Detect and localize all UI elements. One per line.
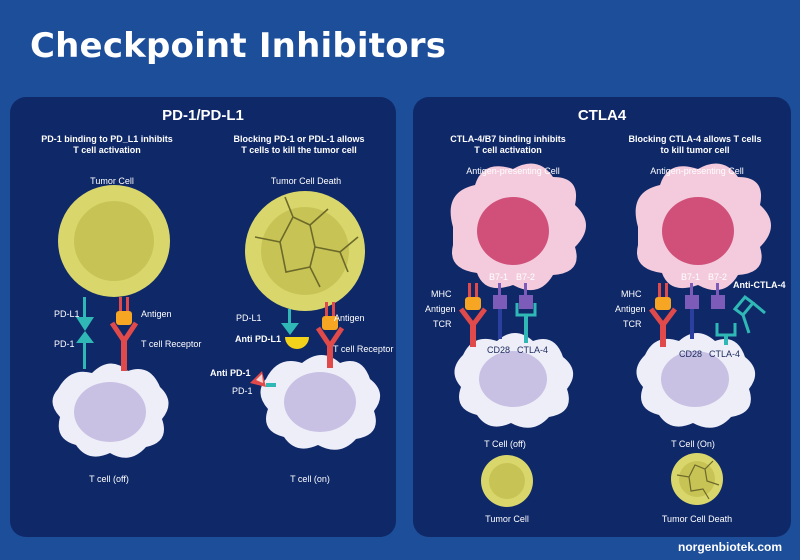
cell-label: Tumor Cell Death bbox=[270, 176, 342, 186]
mhc-tcr bbox=[649, 283, 677, 347]
receptor-label: B7-2 bbox=[708, 272, 728, 282]
b7-cd28 bbox=[685, 283, 699, 339]
caption-line: to kill tumor cell bbox=[660, 145, 730, 155]
receptor-label: Antigen bbox=[141, 309, 172, 319]
receptor-label: PD-L1 bbox=[236, 313, 262, 323]
caption-line: T cells to kill the tumor cell bbox=[241, 145, 357, 155]
receptor-label: MHC bbox=[621, 289, 642, 299]
receptor-label: Anti-CTLA-4 bbox=[733, 280, 786, 290]
b7-cd28 bbox=[493, 283, 507, 339]
caption-line: T cell activation bbox=[73, 145, 141, 155]
caption-line: CTLA-4/B7 binding inhibits bbox=[450, 134, 566, 144]
cell-label: T Cell (On) bbox=[671, 439, 715, 449]
apc-nucleus bbox=[662, 197, 734, 265]
receptor-label: Antigen bbox=[334, 313, 365, 323]
receptor-label: PD-1 bbox=[232, 386, 253, 396]
pd1-pdl1-panel: PD-1/PD-L1 PD-1 binding to PD_L1 inhibit… bbox=[10, 97, 396, 537]
caption-line: Blocking PD-1 or PDL-1 allows bbox=[233, 134, 365, 144]
receptor-label: B7-1 bbox=[489, 272, 509, 282]
receptor-label: Antigen bbox=[425, 304, 456, 314]
cell-label: Tumor Cell bbox=[485, 514, 529, 524]
panel-title: PD-1/PD-L1 bbox=[162, 107, 244, 124]
t-cell-nucleus bbox=[284, 372, 356, 432]
receptor-label: CTLA-4 bbox=[517, 345, 549, 355]
caption-line: Blocking CTLA-4 allows T cells bbox=[628, 134, 762, 144]
pdl1-receptor bbox=[281, 309, 299, 335]
anti-pdl1-antibody bbox=[285, 337, 309, 349]
t-cell-nucleus bbox=[74, 382, 146, 442]
t-cell-nucleus bbox=[661, 351, 729, 407]
antigen-tcr bbox=[109, 297, 139, 371]
cell-label: T cell (off) bbox=[89, 474, 129, 484]
cell-label: T cell (on) bbox=[290, 474, 330, 484]
dying-tumor-cell bbox=[671, 453, 723, 505]
receptor-label: B7-1 bbox=[681, 272, 701, 282]
panel-title: CTLA4 bbox=[577, 107, 627, 124]
receptor-label: Anti PD-1 bbox=[210, 368, 251, 378]
anti-pd1-antibody bbox=[250, 371, 276, 387]
tumor-nucleus bbox=[74, 201, 154, 281]
caption-line: PD-1 binding to PD_L1 inhibits bbox=[41, 134, 173, 144]
receptor-label: CD28 bbox=[679, 349, 703, 359]
cell-label: Tumor Cell bbox=[90, 176, 134, 186]
receptor-label: B7-2 bbox=[516, 272, 536, 282]
pd1-receptor bbox=[76, 331, 94, 369]
ctla4-diagram bbox=[450, 163, 771, 507]
receptor-label: T cell Receptor bbox=[333, 344, 394, 354]
receptor-label: PD-L1 bbox=[54, 309, 80, 319]
mhc-tcr bbox=[459, 283, 487, 347]
cell-label: Antigen-presenting Cell bbox=[466, 166, 560, 176]
receptor-label: Anti PD-L1 bbox=[235, 334, 281, 344]
ctla4-panel: CTLA4 CTLA-4/B7 binding inhibits T cell … bbox=[413, 97, 791, 537]
b7-2 bbox=[711, 283, 725, 309]
caption-line: T cell activation bbox=[474, 145, 542, 155]
dying-tumor-cell bbox=[245, 191, 365, 311]
cell-label: Antigen-presenting Cell bbox=[650, 166, 744, 176]
website-footer: norgenbiotek.com bbox=[677, 540, 782, 554]
antigen-tcr bbox=[315, 302, 345, 368]
apc-nucleus bbox=[477, 197, 549, 265]
b7-ctla4 bbox=[515, 283, 537, 343]
receptor-label: TCR bbox=[623, 319, 642, 329]
receptor-label: Antigen bbox=[615, 304, 646, 314]
pdl1-receptor bbox=[76, 297, 94, 331]
page-title: Checkpoint Inhibitors bbox=[30, 26, 447, 66]
anti-ctla4-antibody bbox=[715, 294, 766, 345]
receptor-label: CTLA-4 bbox=[709, 349, 741, 359]
tumor-nucleus bbox=[489, 463, 525, 499]
cell-label: Tumor Cell Death bbox=[661, 514, 733, 524]
receptor-label: MHC bbox=[431, 289, 452, 299]
pd1-diagram bbox=[52, 185, 381, 458]
t-cell-nucleus bbox=[479, 351, 547, 407]
receptor-label: CD28 bbox=[487, 345, 511, 355]
receptor-label: T cell Receptor bbox=[141, 339, 202, 349]
receptor-label: TCR bbox=[433, 319, 452, 329]
receptor-label: PD-1 bbox=[54, 339, 75, 349]
cell-label: T Cell (off) bbox=[484, 439, 526, 449]
